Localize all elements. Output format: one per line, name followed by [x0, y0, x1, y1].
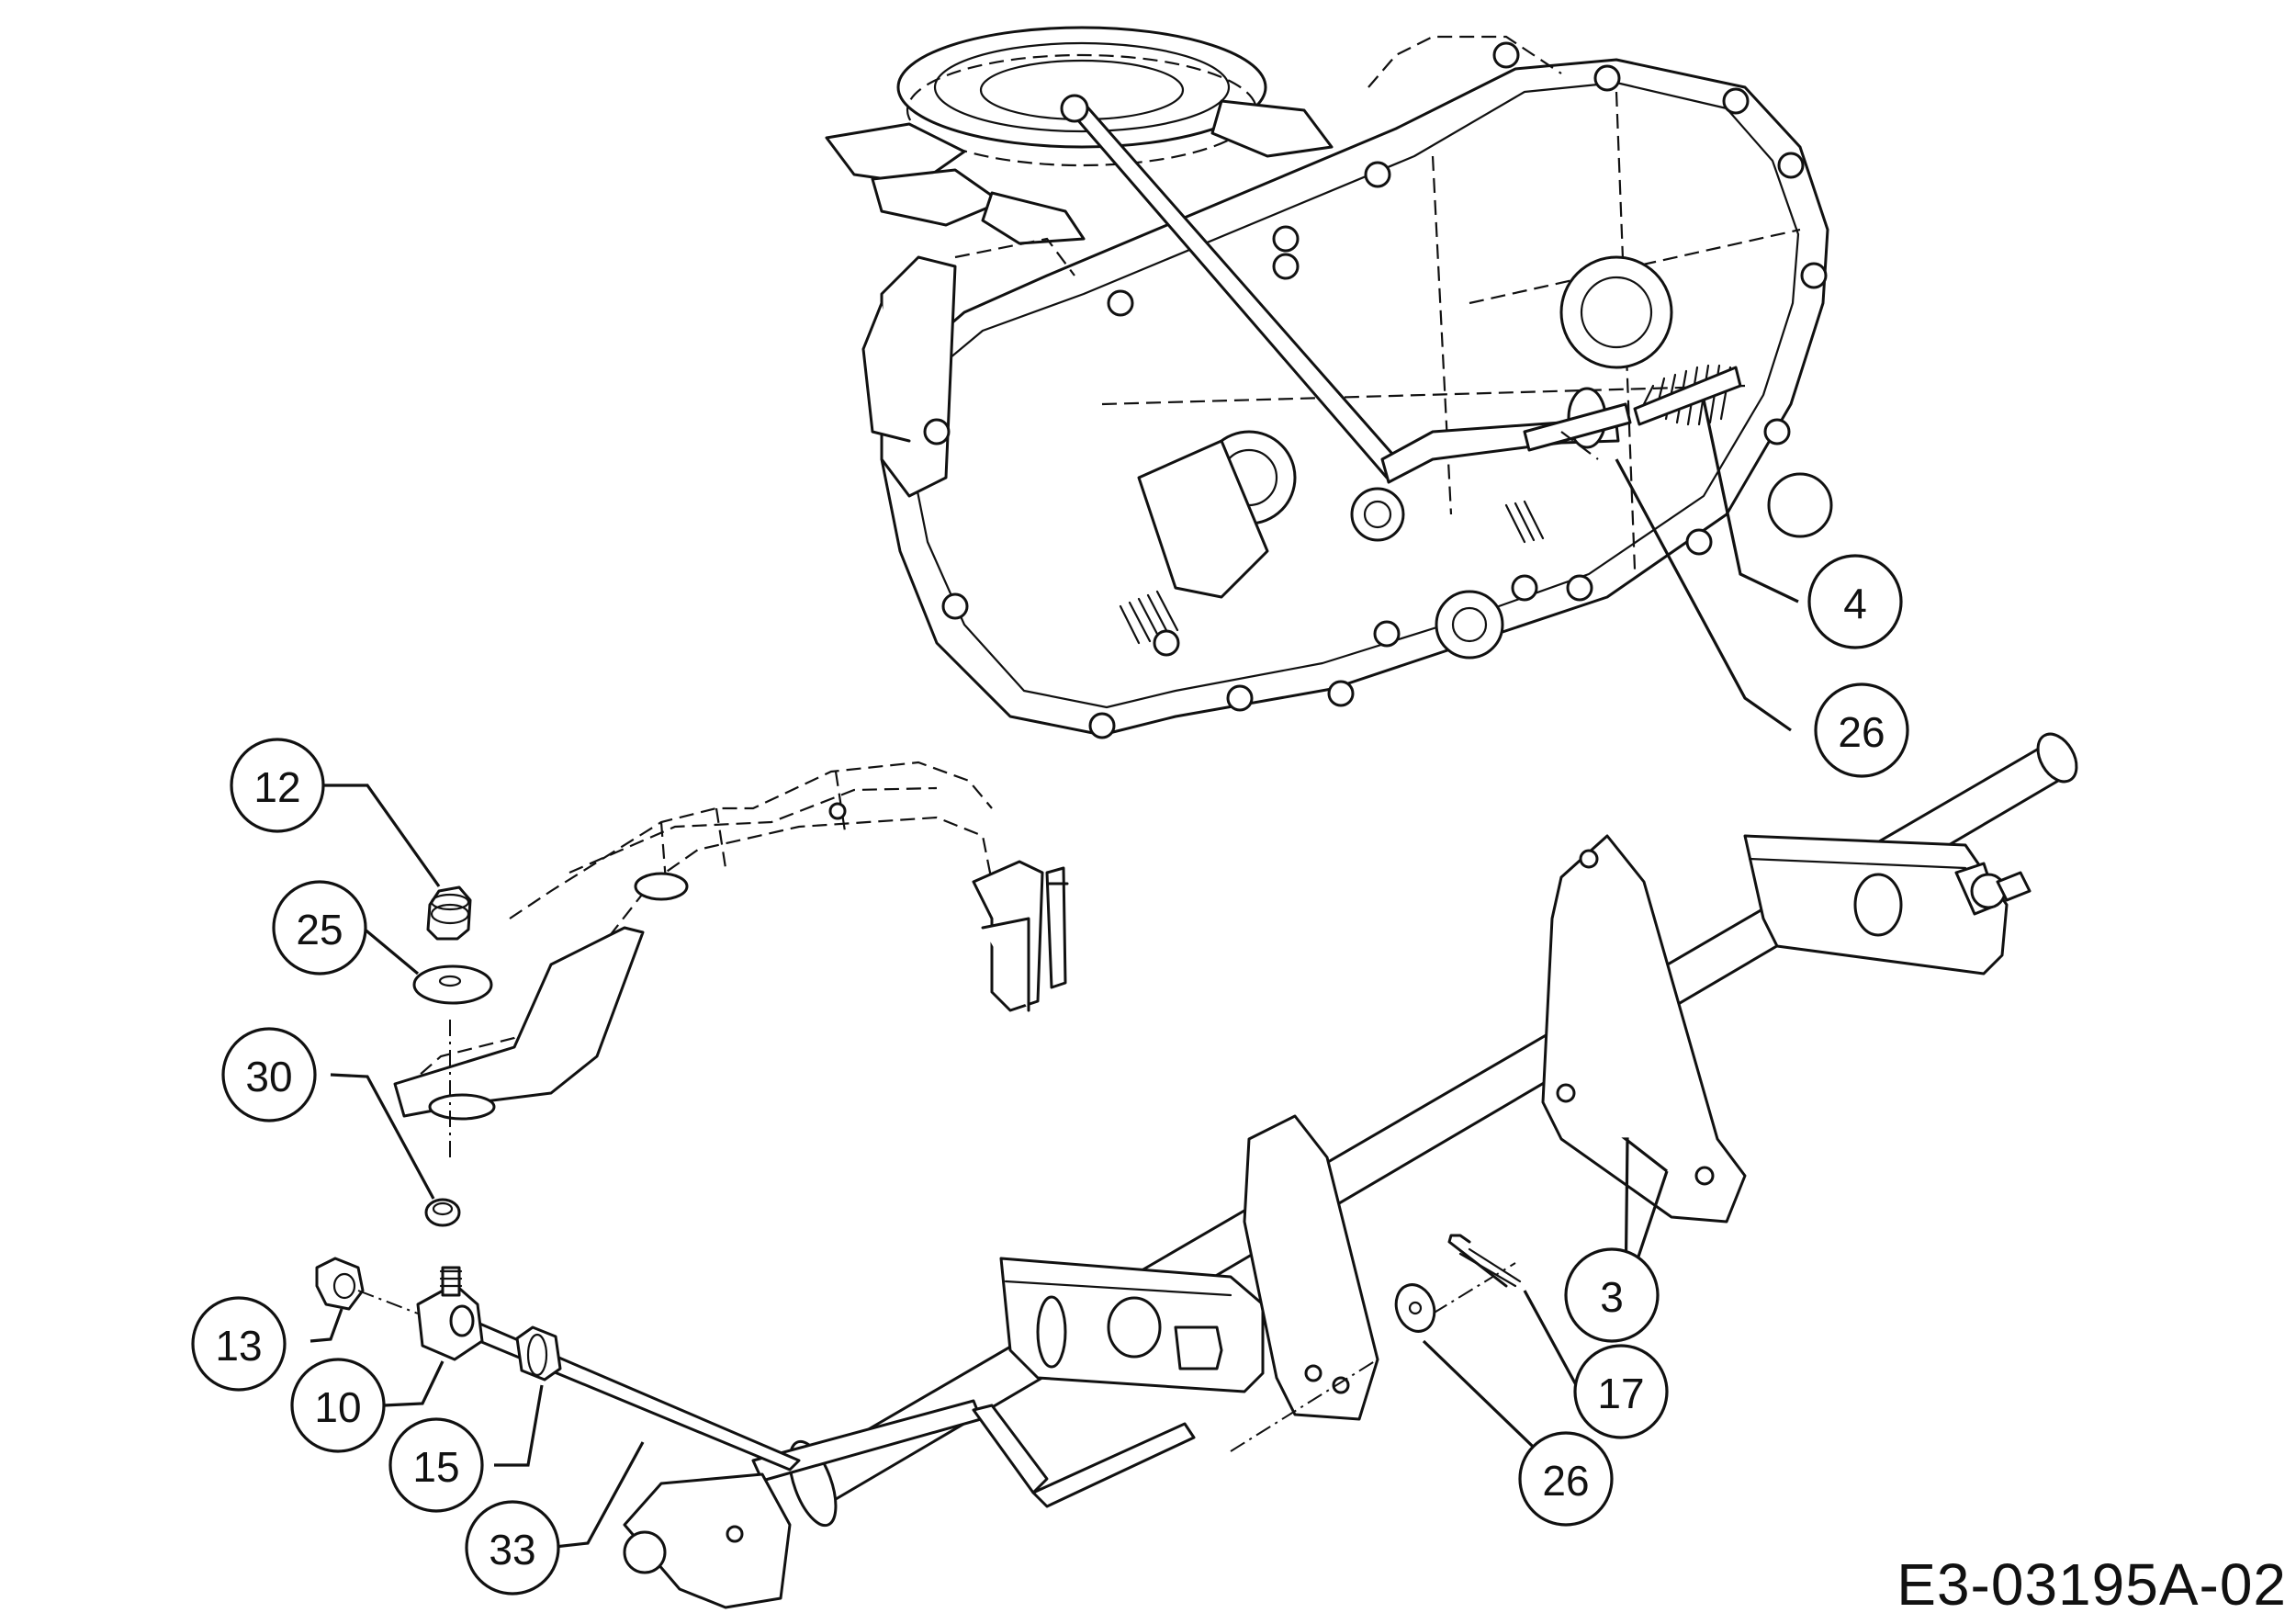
callout-26-upper: 26 [1814, 682, 1909, 778]
leader-15 [494, 1384, 544, 1467]
spring-4 [1633, 364, 1742, 426]
leader-30 [330, 1073, 435, 1200]
callout-30: 30 [221, 1027, 317, 1122]
callout-30-label: 30 [245, 1053, 292, 1100]
leader-33 [546, 1441, 645, 1550]
leader-17 [1523, 1290, 1581, 1393]
callout-10-label: 10 [314, 1383, 361, 1431]
hair-pin-17 [1447, 1234, 1522, 1288]
washer-25 [412, 964, 493, 1005]
callout-15-label: 15 [412, 1443, 459, 1491]
centerline-shaft [1230, 1262, 1516, 1452]
centerline-clevis [357, 1290, 419, 1314]
callout-25: 25 [272, 880, 367, 976]
washer-26 [1394, 1283, 1436, 1333]
transaxle-housing [861, 35, 1833, 739]
callout-3: 3 [1564, 1247, 1660, 1343]
callout-26-upper-label: 26 [1838, 708, 1885, 756]
callout-33: 33 [465, 1500, 560, 1596]
callout-17-label: 17 [1597, 1370, 1644, 1417]
drawing-reference-code: E3-03195A-02 [1896, 1551, 2287, 1618]
lock-nut-12 [426, 885, 472, 941]
hex-nut-13 [315, 1257, 365, 1311]
shift-shaft-assembly [315, 732, 2078, 1609]
leader-4 [1702, 399, 1799, 603]
leader-26-upper [1615, 458, 1792, 732]
callout-26-lower-label: 26 [1542, 1457, 1589, 1505]
leader-13 [310, 1308, 343, 1343]
callout-12-label: 12 [253, 763, 300, 811]
callout-26-lower: 26 [1518, 1431, 1614, 1527]
callout-10: 10 [290, 1358, 386, 1453]
callout-17: 17 [1573, 1344, 1669, 1439]
callout-4: 4 [1807, 554, 1903, 649]
callout-25-label: 25 [296, 906, 343, 953]
clevis-10 [416, 1266, 484, 1361]
callout-15: 15 [388, 1417, 484, 1513]
transaxle-assembly [825, 26, 1833, 739]
callout-13: 13 [191, 1296, 287, 1392]
leader-10 [383, 1360, 445, 1407]
bushing-30 [424, 1198, 461, 1227]
nut-15 [515, 1325, 562, 1382]
leader-12 [321, 784, 441, 887]
cooling-fan [825, 99, 1334, 245]
housing-bolts [923, 41, 1828, 739]
callout-4-label: 4 [1843, 580, 1867, 627]
callout-12: 12 [230, 738, 325, 833]
callout-3-label: 3 [1600, 1273, 1624, 1321]
callout-33-label: 33 [489, 1526, 535, 1573]
mounting-bracket [393, 761, 1069, 1121]
callout-13-label: 13 [215, 1322, 262, 1370]
